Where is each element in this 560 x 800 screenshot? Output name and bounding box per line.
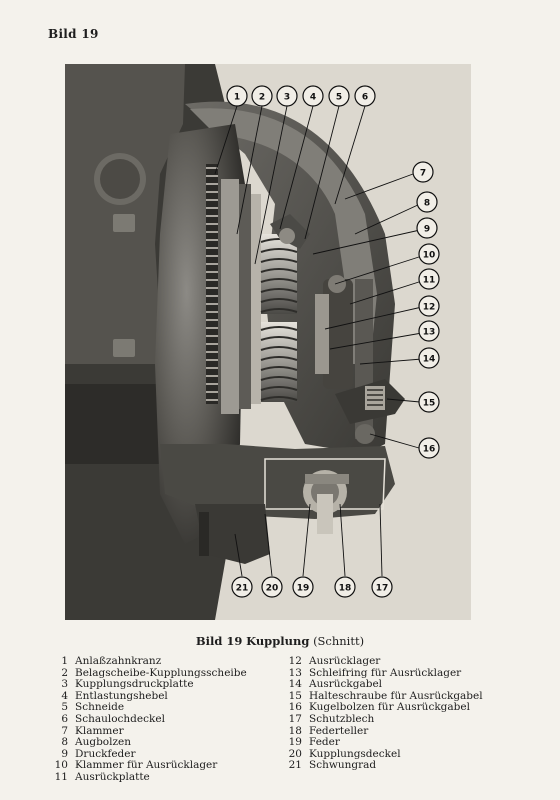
figure-header: Bild 19	[48, 27, 99, 41]
callout-5: 5	[328, 85, 350, 107]
figure-caption: Bild 19 Kupplung (Schnitt)	[0, 634, 560, 648]
callout-20: 20	[261, 576, 283, 598]
svg-text:20: 20	[266, 584, 279, 594]
svg-text:14: 14	[423, 355, 436, 365]
callout-21: 21	[231, 576, 253, 598]
svg-text:10: 10	[423, 251, 436, 261]
callout-14: 14	[418, 347, 440, 369]
svg-text:21: 21	[236, 584, 249, 594]
svg-text:15: 15	[423, 399, 436, 409]
svg-text:5: 5	[336, 93, 342, 103]
svg-text:18: 18	[339, 584, 352, 594]
callout-6: 6	[354, 85, 376, 107]
svg-text:6: 6	[362, 93, 368, 103]
callout-13: 13	[418, 320, 440, 342]
svg-text:3: 3	[284, 93, 290, 103]
caption-subtitle: (Schnitt)	[313, 634, 365, 648]
svg-text:2: 2	[259, 93, 265, 103]
svg-text:1: 1	[234, 93, 240, 103]
callout-18: 18	[334, 576, 356, 598]
callout-10: 10	[418, 243, 440, 265]
callout-1: 1	[226, 85, 248, 107]
caption-figure-number: Bild 19	[195, 634, 243, 648]
callout-9: 9	[416, 217, 438, 239]
svg-text:12: 12	[423, 303, 436, 313]
svg-text:7: 7	[420, 169, 426, 179]
callout-17: 17	[371, 576, 393, 598]
callout-2: 2	[251, 85, 273, 107]
callout-8: 8	[416, 191, 438, 213]
svg-text:11: 11	[423, 276, 436, 286]
clutch-cutaway-illustration: 1 2 3 4 5 6 7 8 9 10 11 12 13 14 15 16 1…	[65, 64, 471, 620]
svg-text:17: 17	[376, 584, 389, 594]
callout-15: 15	[418, 391, 440, 413]
svg-text:4: 4	[310, 93, 316, 103]
svg-text:13: 13	[423, 328, 436, 338]
callout-4: 4	[302, 85, 324, 107]
svg-text:8: 8	[424, 199, 430, 209]
callout-12: 12	[418, 295, 440, 317]
svg-text:16: 16	[423, 445, 436, 455]
callout-3: 3	[276, 85, 298, 107]
svg-text:9: 9	[424, 225, 430, 235]
callout-labels: 1 2 3 4 5 6 7 8 9 10 11 12 13 14 15 16 1…	[226, 85, 440, 598]
callout-19: 19	[292, 576, 314, 598]
svg-text:19: 19	[297, 584, 310, 594]
callout-11: 11	[418, 268, 440, 290]
caption-title: Kupplung	[246, 634, 310, 648]
callout-7: 7	[412, 161, 434, 183]
callout-16: 16	[418, 437, 440, 459]
